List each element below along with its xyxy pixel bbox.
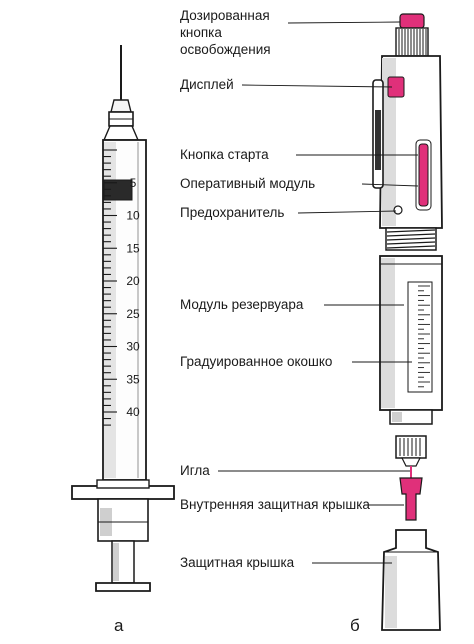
syringe-scale-ticks — [103, 149, 117, 426]
caption-syringe: а — [114, 616, 124, 635]
label-graduated-window: Градуированное окошко — [180, 354, 333, 369]
label-operative-module: Оперативный модуль — [180, 176, 316, 191]
label-safety: Предохранитель — [180, 205, 285, 220]
pen-safety-lock — [393, 205, 403, 215]
syringe-scale-number: 5 — [130, 176, 137, 190]
label-outer-cap: Защитная крышка — [180, 555, 295, 570]
pen-needle-assembly — [381, 435, 441, 631]
label-start-button: Кнопка старта — [180, 147, 269, 162]
syringe-scale-number: 30 — [126, 340, 140, 354]
syringe-needle-hub — [110, 99, 132, 113]
pen-graduated-window — [407, 281, 433, 393]
syringe-scale-number: 20 — [126, 274, 140, 288]
leader-lines — [218, 21, 419, 564]
label-inner-cap: Внутренняя защитная крышка — [180, 497, 370, 512]
syringe-scale-number: 15 — [126, 241, 140, 255]
insulin-syringe — [71, 45, 175, 592]
syringe-barrel-end — [96, 479, 150, 489]
syringe-tip — [102, 125, 140, 141]
label-needle: Игла — [180, 463, 210, 478]
syringe-scale-number: 40 — [126, 405, 140, 419]
label-reservoir-module: Модуль резервуара — [180, 297, 304, 312]
pen-release-button — [399, 13, 425, 29]
label-display: Дисплей — [180, 77, 234, 92]
syringe-thumb-rest — [95, 582, 151, 592]
insulin-pen — [372, 13, 443, 425]
syringe-shading — [104, 142, 116, 478]
syringe-scale-numbers: 5 10 15 20 25 30 35 40 — [126, 176, 140, 419]
pen-start-button — [418, 143, 429, 207]
syringe-scale-number: 10 — [126, 209, 140, 223]
label-release-button: Дозированная кнопка освобождения — [180, 8, 271, 57]
syringe-scale-number: 25 — [126, 307, 140, 321]
syringe-scale-number: 35 — [126, 372, 140, 386]
pen-inner-cap — [399, 477, 423, 521]
caption-pen: б — [350, 616, 360, 635]
syringe-stopper — [103, 179, 133, 201]
